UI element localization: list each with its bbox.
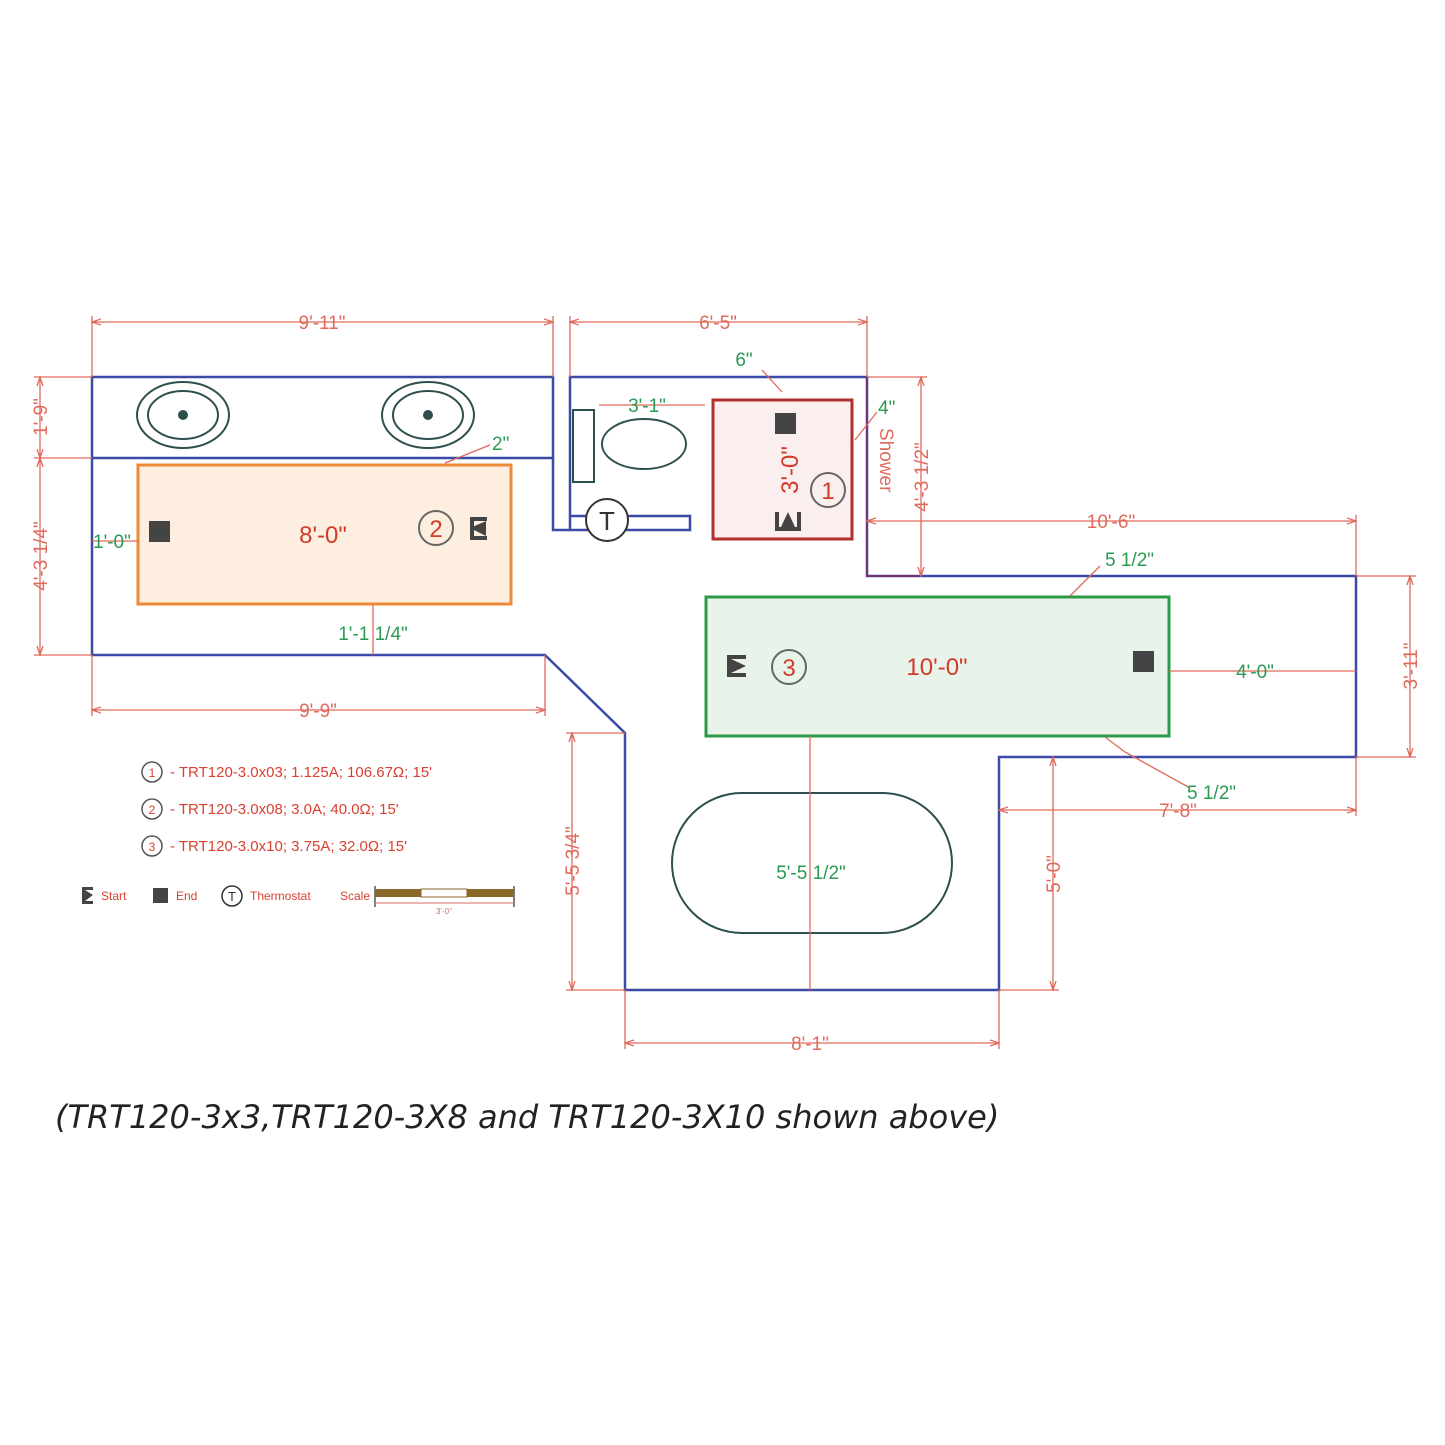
legend: 1 - TRT120-3.0x03; 1.125A; 106.67Ω; 15' … [82, 761, 515, 916]
legend-text-1: - TRT120-3.0x03; 1.125A; 106.67Ω; 15' [170, 764, 432, 781]
mat-2[interactable]: 8'-0" 2 [136, 463, 513, 606]
dimension-labels: 9'-11" 6'-5" 1'-9" 4'-3 1/4" 1'-0" 2" 1'… [31, 313, 1422, 1055]
dim-lower-left-height: 5'-5 3/4" [563, 826, 584, 896]
bathtub-icon [671, 792, 953, 934]
mat-1-number: 1 [821, 478, 834, 505]
dim-toilet-gap: 3'-1" [628, 396, 666, 417]
end-marker-icon [149, 521, 170, 542]
legend-start-icon [82, 887, 93, 904]
mat-2-length: 8'-0" [299, 522, 347, 549]
thermostat-symbol: T [599, 506, 615, 536]
legend-start-label: Start [101, 889, 127, 903]
fixtures [136, 381, 953, 934]
wall-main-outline [90, 375, 1358, 992]
legend-number-1: 1 [149, 766, 156, 780]
mat-3-length: 10'-0" [906, 654, 967, 681]
legend-scale-value: 3'-0" [436, 907, 452, 916]
dim-mid-right-width: 10'-6" [1087, 512, 1135, 533]
legend-text-3: - TRT120-3.0x10; 3.75A; 32.0Ω; 15' [170, 838, 407, 855]
dim-shower-top-gap: 6" [735, 350, 752, 371]
legend-number-3: 3 [149, 840, 156, 854]
dim-mat2-top-gap: 2" [492, 434, 509, 455]
dim-mat2-left-gap: 1'-0" [93, 532, 131, 553]
dim-shower-height: 4'-3 1/2" [912, 442, 933, 512]
dim-bottom-left: 9'-9" [299, 701, 337, 722]
shower-threshold-line [866, 377, 920, 577]
dim-left-upper: 1'-9" [31, 398, 52, 436]
legend-thermostat-icon [221, 885, 243, 907]
mat-1-length: 3'-0" [777, 446, 804, 494]
walls [90, 375, 1358, 992]
legend-item-1: 1 - TRT120-3.0x03; 1.125A; 106.67Ω; 15' [141, 761, 432, 783]
wall-toilet-stub [551, 458, 570, 532]
dim-mat3-right-gap: 4'-0" [1236, 662, 1274, 683]
mat-1[interactable]: 3'-0" 1 [711, 398, 854, 541]
dim-right-height: 3'-11" [1401, 643, 1422, 690]
scale-bar-icon [374, 886, 515, 907]
sink-left-icon [136, 381, 230, 449]
mat-3[interactable]: 3 10'-0" [704, 595, 1171, 738]
start-marker-icon [470, 517, 487, 540]
legend-end-icon [153, 888, 168, 903]
dim-bottom-width: 8'-1" [791, 1034, 829, 1055]
wall-vanity-strip [90, 375, 555, 460]
dim-mat2-bottom-gap: 1'-1 1/4" [338, 624, 408, 645]
legend-thermostat-label: Thermostat [250, 889, 311, 903]
legend-scale-label: Scale [340, 889, 370, 903]
dimension-lines [34, 316, 1416, 1049]
legend-number-2: 2 [149, 803, 156, 817]
start-marker-icon [775, 512, 801, 531]
toilet-bowl-icon [601, 418, 687, 470]
dim-left-lower: 4'-3 1/4" [31, 521, 52, 591]
shower-label: Shower [875, 428, 896, 493]
dim-mat3-top-gap: 5 1/2" [1105, 550, 1154, 571]
legend-end-label: End [176, 889, 197, 903]
legend-item-3: 3 - TRT120-3.0x10; 3.75A; 32.0Ω; 15' [141, 835, 407, 857]
caption: (TRT120-3x3,TRT120-3X8 and TRT120-3X10 s… [55, 1098, 1000, 1136]
mat-2-number: 2 [429, 516, 442, 543]
end-marker-icon [775, 413, 796, 434]
sink-right-icon [381, 381, 475, 449]
dim-tub-length: 5'-5 1/2" [776, 863, 846, 884]
start-marker-icon [727, 655, 746, 677]
dim-shower-side-gap: 4" [878, 398, 895, 419]
dim-lower-right-width: 7'-8" [1159, 801, 1197, 822]
thermostat-icon[interactable]: T [585, 498, 629, 542]
legend-thermostat-symbol: T [228, 889, 236, 904]
dim-mat3-bottom-gap: 5 1/2" [1187, 783, 1236, 804]
dim-top-left: 9'-11" [299, 313, 346, 334]
dim-top-mid: 6'-5" [699, 313, 737, 334]
mat-3-number: 3 [782, 655, 795, 682]
dim-lower-right-height: 5'-0" [1044, 855, 1065, 893]
legend-item-2: 2 - TRT120-3.0x08; 3.0A; 40.0Ω; 15' [141, 798, 399, 820]
legend-text-2: - TRT120-3.0x08; 3.0A; 40.0Ω; 15' [170, 801, 399, 818]
end-marker-icon [1133, 651, 1154, 672]
toilet-tank-icon [572, 409, 595, 483]
